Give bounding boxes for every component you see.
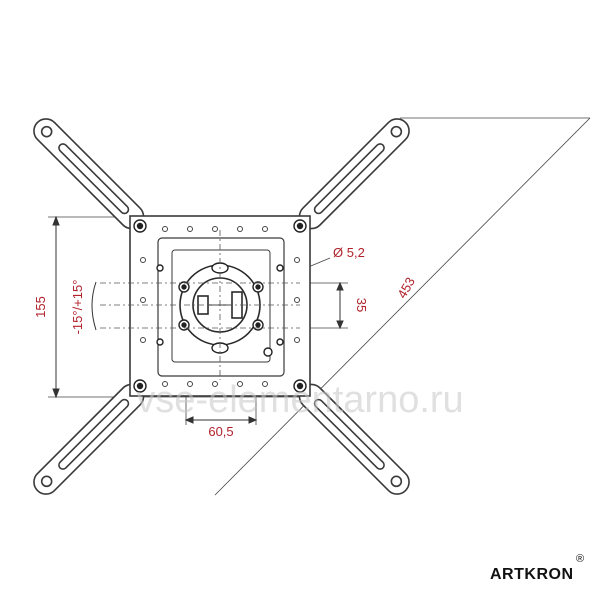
dim-slot-spacing-label: 35	[354, 298, 369, 312]
registered-mark: ®	[576, 553, 585, 565]
center-lines	[100, 230, 300, 380]
plate-holes	[140, 226, 300, 387]
dim-tilt-label: -15°/+15°	[70, 280, 85, 335]
corner-bolts	[133, 219, 307, 393]
watermark: vse-elementarno.ru	[136, 379, 463, 421]
dim-diagonal-label: 453	[394, 275, 418, 301]
dim-height-label: 155	[33, 296, 48, 318]
dimension-lines	[52, 215, 344, 424]
dim-center-spacing-label: 60,5	[208, 424, 233, 439]
brand-logo: ARTKRON	[490, 566, 574, 583]
mount-arms	[33, 118, 410, 495]
dim-hole-label: Ø 5,2	[333, 245, 365, 260]
